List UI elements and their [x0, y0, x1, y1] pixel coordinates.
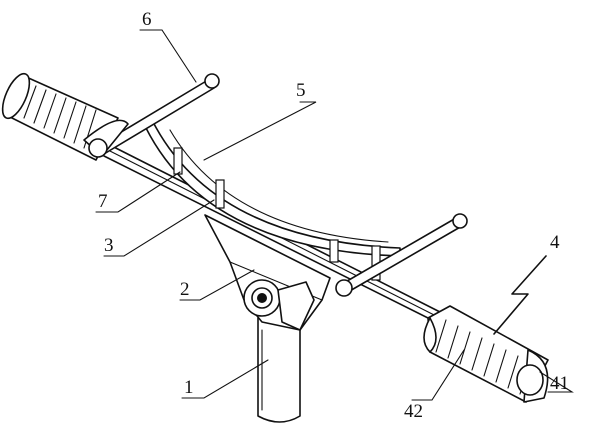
handle-knob-left	[204, 73, 220, 89]
callout-labels: 6 5 7 3 2 1 4 42 41	[98, 9, 569, 422]
callout-41: 41	[550, 373, 569, 394]
post-part-1	[257, 317, 301, 423]
callout-6: 6	[142, 9, 152, 30]
rib-2	[215, 179, 225, 209]
callout-1: 1	[184, 377, 194, 398]
callout-4: 4	[550, 232, 560, 253]
leader-lines	[95, 29, 574, 401]
roller-left-axle	[88, 138, 108, 158]
handle-bar-right-part-6	[335, 213, 468, 297]
hub-bracket-part-2	[204, 214, 331, 331]
rib-3	[329, 239, 339, 263]
callout-42: 42	[404, 401, 423, 422]
rib-1	[173, 147, 183, 175]
foot-roller-left	[1, 72, 129, 161]
callout-5: 5	[296, 80, 306, 101]
handle-knob-right	[452, 213, 468, 229]
callout-2: 2	[180, 279, 190, 300]
foot-roller-right-part-4	[423, 305, 549, 403]
axle-cap-41	[516, 364, 544, 396]
handle-joint-right	[335, 279, 353, 297]
callout-7: 7	[98, 191, 108, 212]
callout-3: 3	[104, 235, 114, 256]
